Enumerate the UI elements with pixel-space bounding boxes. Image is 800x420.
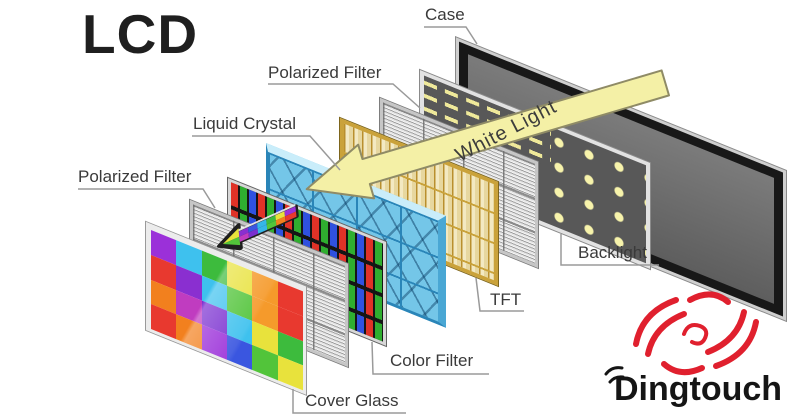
label-cover-glass: Cover Glass — [305, 391, 399, 410]
label-color-filter: Color Filter — [390, 351, 474, 370]
arrow-shape — [305, 69, 670, 200]
label-polarized-filter-left: Polarized Filter — [78, 167, 192, 186]
fingerprint-touch-icon — [633, 291, 759, 376]
magnified-pixel-icon — [208, 198, 318, 267]
logo-d-arcs — [604, 366, 625, 384]
label-tft: TFT — [490, 290, 522, 309]
brand-name: Dingtouch — [614, 370, 782, 408]
brand-logo: Dingtouch — [596, 282, 796, 417]
label-polarized-filter-top: Polarized Filter — [268, 63, 382, 82]
label-backlight: Backlight — [578, 243, 647, 262]
label-case: Case — [425, 5, 465, 24]
page-title: LCD — [82, 3, 199, 65]
label-liquid-crystal: Liquid Crystal — [193, 114, 296, 133]
